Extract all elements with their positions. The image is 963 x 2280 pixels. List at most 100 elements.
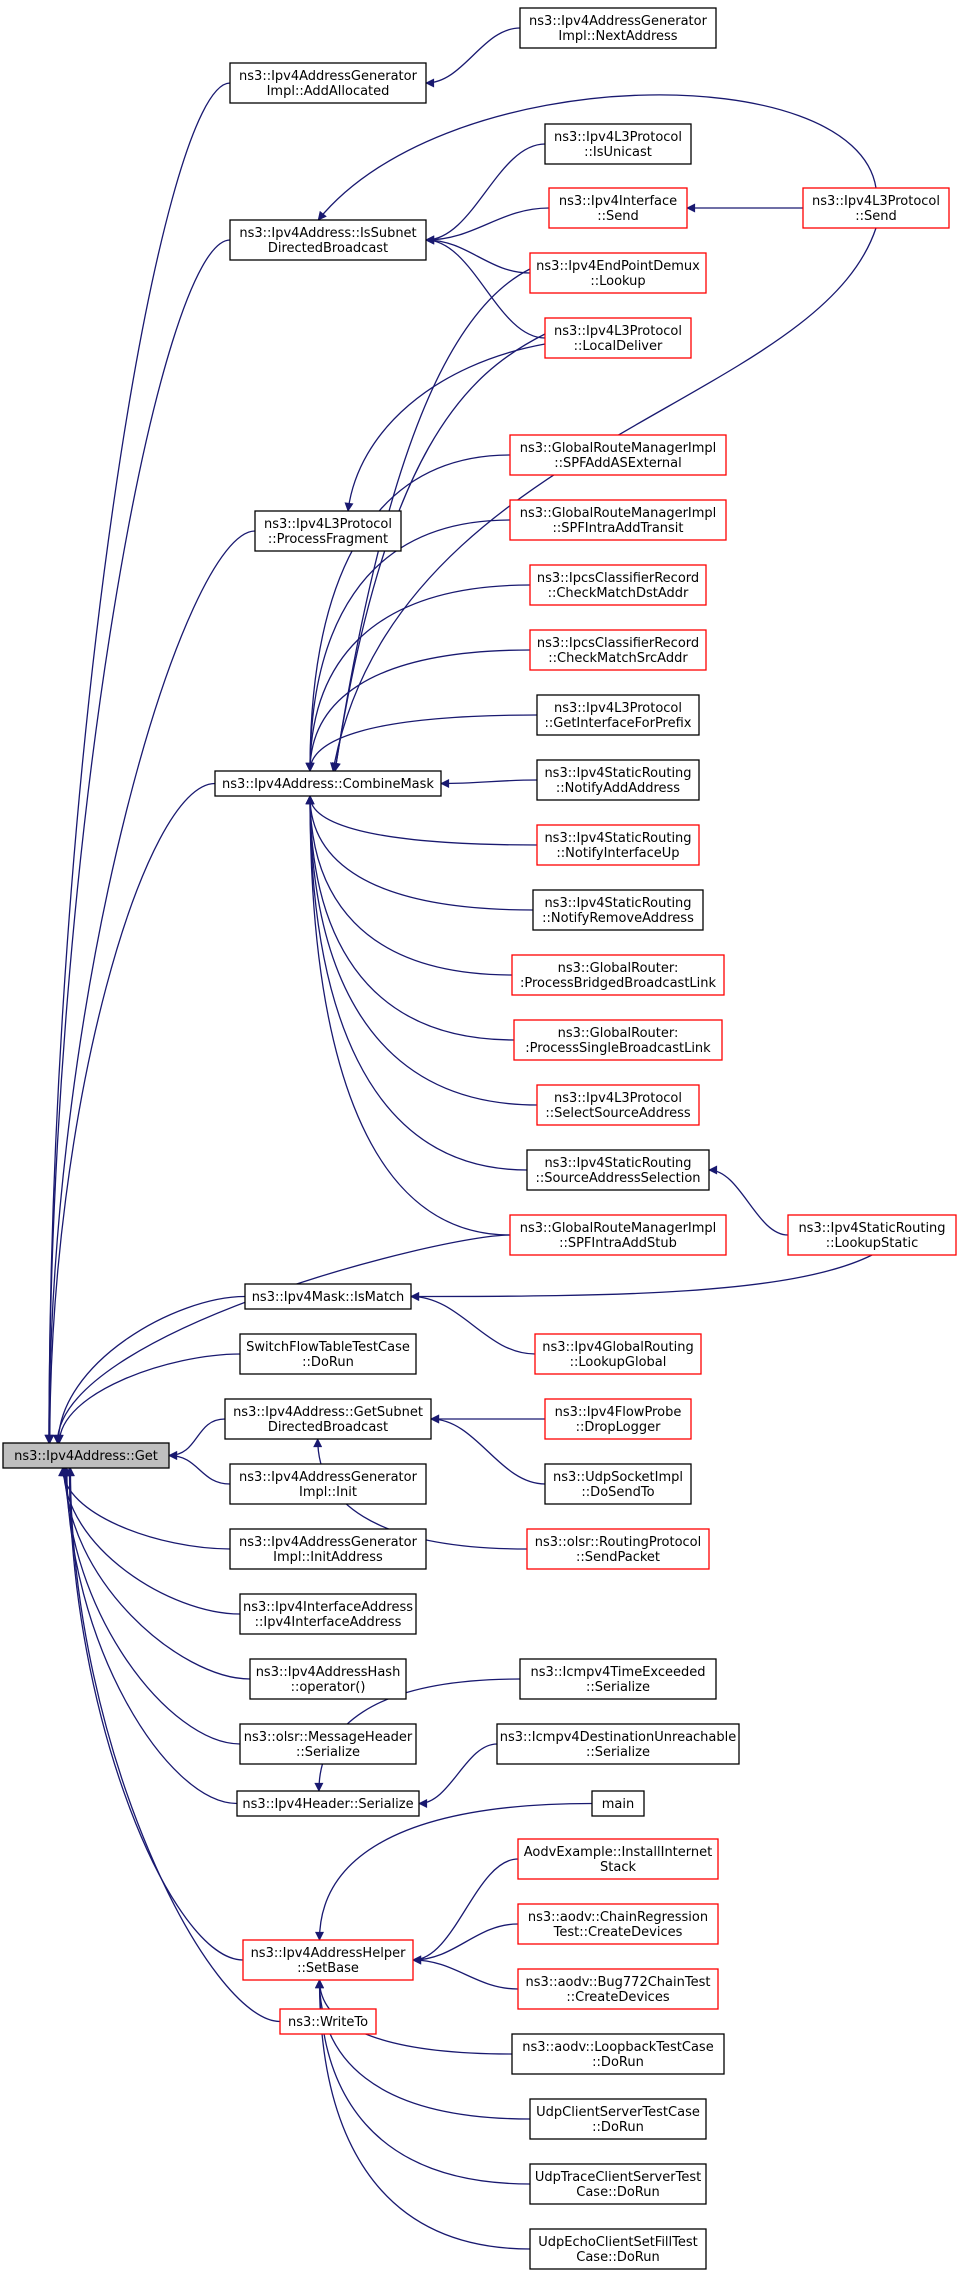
node-label: AodvExample::InstallInternet — [524, 1845, 712, 1860]
edge-localdeliver-to-issubnet — [425, 235, 546, 339]
node-label: ns3::Ipv4AddressGenerator — [529, 14, 708, 29]
edge-notifyadd-to-combinemask — [440, 778, 538, 788]
node-switchflow[interactable]: SwitchFlowTableTestCase::DoRun — [239, 1333, 417, 1375]
edge-udpecho-to-setbase — [315, 1979, 531, 2250]
node-issubnet[interactable]: ns3::Ipv4Address::IsSubnetDirectedBroadc… — [229, 219, 427, 261]
node-olsrsend[interactable]: ns3::olsr::RoutingProtocol::SendPacket — [526, 1528, 710, 1570]
node-processfragment[interactable]: ns3::Ipv4L3Protocol::ProcessFragment — [254, 510, 402, 552]
node-notifyremove[interactable]: ns3::Ipv4StaticRouting::NotifyRemoveAddr… — [532, 889, 704, 931]
node-lookupglobal[interactable]: ns3::Ipv4GlobalRouting::LookupGlobal — [534, 1333, 702, 1375]
node-udpsendto[interactable]: ns3::UdpSocketImpl::DoSendTo — [544, 1463, 692, 1505]
node-nextaddress[interactable]: ns3::Ipv4AddressGeneratorImpl::NextAddre… — [519, 7, 717, 49]
node-ifaceaddr[interactable]: ns3::Ipv4InterfaceAddress::Ipv4Interface… — [239, 1593, 417, 1635]
node-hashop[interactable]: ns3::Ipv4AddressHash::operator() — [249, 1658, 407, 1700]
node-label: ::NotifyInterfaceUp — [556, 846, 679, 861]
node-label: ::Send — [855, 209, 897, 224]
edge-notifyremove-to-combinemask — [305, 795, 534, 911]
node-box — [544, 1398, 692, 1440]
node-destunreach[interactable]: ns3::Icmpv4DestinationUnreachable::Seria… — [496, 1723, 740, 1765]
node-ismatch[interactable]: ns3::Ipv4Mask::IsMatch — [244, 1283, 412, 1310]
node-label: ns3::Ipv4InterfaceAddress — [243, 1600, 413, 1615]
node-droplogger[interactable]: ns3::Ipv4FlowProbe::DropLogger — [544, 1398, 692, 1440]
node-sourceaddrsel[interactable]: ns3::Ipv4StaticRouting::SourceAddressSel… — [526, 1149, 710, 1191]
node-label: ::Serialize — [586, 1680, 650, 1695]
node-udpclientserver[interactable]: UdpClientServerTestCase::DoRun — [529, 2098, 707, 2140]
edge-geninitaddr-to-get — [58, 1467, 231, 1550]
node-main[interactable]: main — [591, 1790, 645, 1817]
node-localdeliver[interactable]: ns3::Ipv4L3Protocol::LocalDeliver — [544, 317, 692, 359]
node-setbase[interactable]: ns3::Ipv4AddressHelper::SetBase — [242, 1939, 414, 1981]
node-ifsend[interactable]: ns3::Ipv4Interface::Send — [548, 187, 688, 229]
edge-olsrheader-to-get — [61, 1467, 241, 1745]
node-timeexceeded[interactable]: ns3::Icmpv4TimeExceeded::Serialize — [519, 1658, 717, 1700]
node-spfintrastub[interactable]: ns3::GlobalRouteManagerImpl::SPFIntraAdd… — [509, 1214, 727, 1256]
node-box — [526, 1149, 710, 1191]
node-box — [254, 510, 402, 552]
node-label: ::Ipv4InterfaceAddress — [255, 1615, 402, 1630]
node-label: ns3::Ipv4StaticRouting — [544, 896, 691, 911]
edge-hdrserialize-to-get — [62, 1467, 238, 1805]
node-notifyadd[interactable]: ns3::Ipv4StaticRouting::NotifyAddAddress — [536, 759, 700, 801]
node-box — [529, 2163, 707, 2205]
edge-checksrc-to-combinemask — [305, 649, 531, 772]
node-label: Stack — [600, 1860, 636, 1875]
node-checkdst[interactable]: ns3::IpcsClassifierRecord::CheckMatchDst… — [529, 564, 707, 606]
node-writeto[interactable]: ns3::WriteTo — [279, 2008, 377, 2035]
edge-processfragment-to-get — [44, 530, 256, 1444]
node-label: ns3::Ipv4StaticRouting — [544, 831, 691, 846]
node-bridged[interactable]: ns3::GlobalRouter::ProcessBridgedBroadca… — [511, 954, 725, 996]
node-addallocated[interactable]: ns3::Ipv4AddressGeneratorImpl::AddAlloca… — [229, 62, 427, 104]
node-label: ::LookupGlobal — [570, 1355, 667, 1370]
node-bug772[interactable]: ns3::aodv::Bug772ChainTest::CreateDevice… — [517, 1968, 719, 2010]
edge-lookup-to-issubnet — [425, 235, 531, 274]
node-single[interactable]: ns3::GlobalRouter::ProcessSingleBroadcas… — [513, 1019, 723, 1061]
node-spfaddas[interactable]: ns3::GlobalRouteManagerImpl::SPFAddASExt… — [509, 434, 727, 476]
node-loopback[interactable]: ns3::aodv::LoopbackTestCase::DoRun — [511, 2033, 725, 2075]
node-label: Impl::InitAddress — [273, 1550, 383, 1565]
node-lookup[interactable]: ns3::Ipv4EndPointDemux::Lookup — [529, 252, 707, 294]
node-lookupstatic[interactable]: ns3::Ipv4StaticRouting::LookupStatic — [787, 1214, 957, 1256]
node-box — [536, 759, 700, 801]
node-getsubnet[interactable]: ns3::Ipv4Address::GetSubnetDirectedBroad… — [224, 1398, 432, 1440]
node-l3send[interactable]: ns3::Ipv4L3Protocol::Send — [802, 187, 950, 229]
node-box — [787, 1214, 957, 1256]
node-chainreg[interactable]: ns3::aodv::ChainRegressionTest::CreateDe… — [517, 1903, 719, 1945]
node-label: Impl::Init — [299, 1485, 357, 1500]
node-hdrserialize[interactable]: ns3::Ipv4Header::Serialize — [236, 1790, 420, 1817]
node-box — [526, 1528, 710, 1570]
node-label: ns3::olsr::RoutingProtocol — [535, 1535, 702, 1550]
node-selectsource[interactable]: ns3::Ipv4L3Protocol::SelectSourceAddress — [536, 1084, 700, 1126]
node-label: ::SPFAddASExternal — [554, 456, 681, 471]
edge-spfaddas-to-combinemask — [305, 454, 511, 772]
node-label: ::LocalDeliver — [574, 339, 663, 354]
node-label: ::DoRun — [302, 1355, 354, 1370]
node-spfintratransit[interactable]: ns3::GlobalRouteManagerImpl::SPFIntraAdd… — [509, 499, 727, 541]
node-checksrc[interactable]: ns3::IpcsClassifierRecord::CheckMatchSrc… — [529, 629, 707, 671]
node-label: ns3::IpcsClassifierRecord — [537, 636, 699, 651]
node-olsrheader[interactable]: ns3::olsr::MessageHeader::Serialize — [239, 1723, 417, 1765]
node-geninitaddr[interactable]: ns3::Ipv4AddressGeneratorImpl::InitAddre… — [229, 1528, 427, 1570]
node-box — [544, 317, 692, 359]
node-notifyup[interactable]: ns3::Ipv4StaticRouting::NotifyInterfaceU… — [536, 824, 700, 866]
node-isunicast[interactable]: ns3::Ipv4L3Protocol::IsUnicast — [544, 123, 692, 165]
node-get[interactable]: ns3::Ipv4Address::Get — [2, 1442, 170, 1469]
node-box — [279, 2008, 377, 2035]
node-box — [591, 1790, 645, 1817]
node-label: ns3::Ipv4AddressGenerator — [239, 1535, 418, 1550]
node-label: ns3::UdpSocketImpl — [553, 1470, 683, 1485]
node-box — [513, 1019, 723, 1061]
node-getifforprefix[interactable]: ns3::Ipv4L3Protocol::GetInterfaceForPref… — [536, 694, 700, 736]
edge-localdeliver-to-combinemask — [331, 333, 546, 772]
node-combinemask[interactable]: ns3::Ipv4Address::CombineMask — [214, 770, 442, 797]
node-label: UdpEchoClientSetFillTest — [538, 2235, 698, 2250]
node-label: ns3::aodv::LoopbackTestCase — [522, 2040, 713, 2055]
node-label: UdpClientServerTestCase — [536, 2105, 700, 2120]
edge-writeto-to-get — [65, 1467, 281, 2023]
node-box — [239, 1593, 417, 1635]
node-label: ns3::Ipv4StaticRouting — [544, 766, 691, 781]
